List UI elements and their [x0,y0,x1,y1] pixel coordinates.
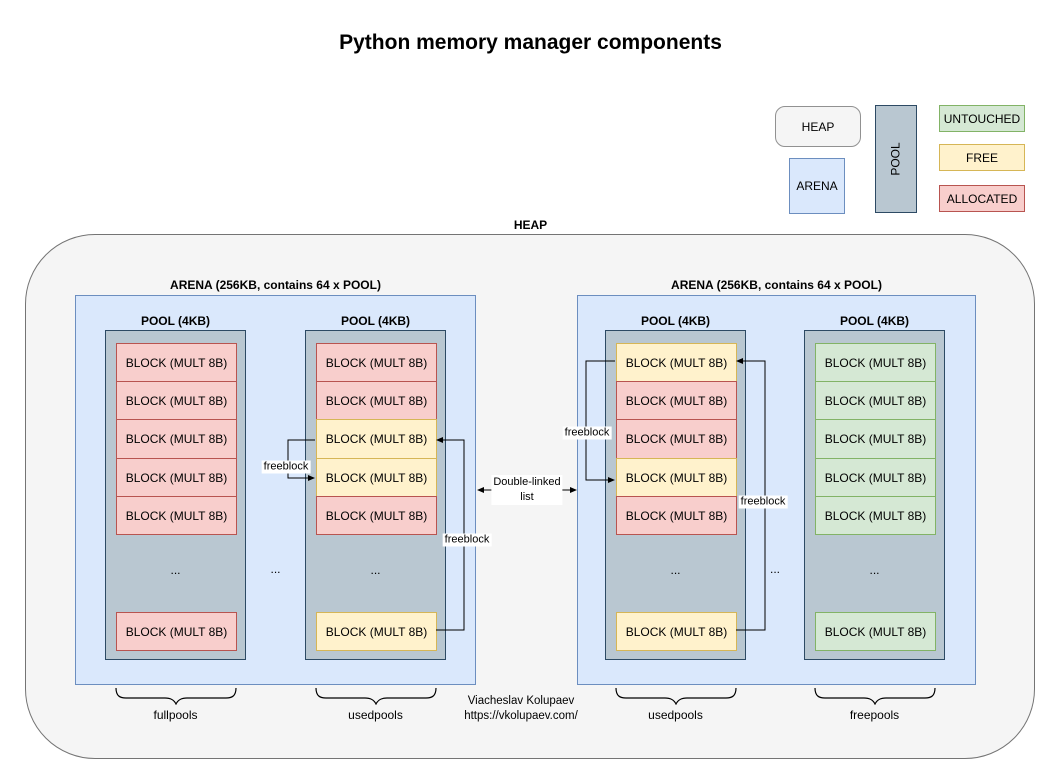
legend-heap-label: HEAP [801,119,835,134]
pool-label-a2-p2: POOL (4KB) [839,314,910,328]
double-linked-list-label: Double-linked list [491,475,563,505]
pool-a1-p2: BLOCK (MULT 8B)BLOCK (MULT 8B)BLOCK (MUL… [305,330,446,660]
legend-heap-box: HEAP [775,106,861,147]
pool-label-a1-p1: POOL (4KB) [140,314,211,328]
legend-arena-box: ARENA [789,158,845,214]
block-a1-p2-2: BLOCK (MULT 8B) [316,381,437,420]
block-a2-p2-4: BLOCK (MULT 8B) [815,458,936,497]
pool-label-a2-p1: POOL (4KB) [640,314,711,328]
arena-label-2: ARENA (256KB, contains 64 x POOL) [671,278,882,292]
heap-label: HEAP [513,218,548,232]
block-a1-p1-3: BLOCK (MULT 8B) [116,419,237,459]
block-a1-p1-2: BLOCK (MULT 8B) [116,381,237,420]
block-a2-p1-bottom: BLOCK (MULT 8B) [616,612,737,651]
pool-ellipsis-a1-p1: ... [170,563,181,577]
block-a1-p1-5: BLOCK (MULT 8B) [116,496,237,535]
legend-chip-label-free: FREE [965,150,998,165]
brace-label-usedpools-a1-p2: usedpools [348,708,403,722]
brace-a1-p1 [114,687,237,706]
legend-arena-label: ARENA [796,179,838,193]
block-a2-p1-4: BLOCK (MULT 8B) [616,458,737,497]
pool-ellipsis-a2-p1: ... [670,563,681,577]
legend-chip-untouched: UNTOUCHED [939,105,1025,132]
legend-chip-label-allocated: ALLOCATED [946,191,1018,206]
legend-chip-label-untouched: UNTOUCHED [943,111,1021,126]
block-a2-p1-5: BLOCK (MULT 8B) [616,496,737,535]
pool-a2-p1: BLOCK (MULT 8B)BLOCK (MULT 8B)BLOCK (MUL… [605,330,746,660]
credit-name: Viacheslav Kolupaev [467,695,575,707]
brace-a2-p1 [614,687,737,706]
freeblock-label-2: freeblock [442,533,492,547]
double-linked-list-label-line1: Double-linked [493,476,561,488]
block-a1-p2-4: BLOCK (MULT 8B) [316,458,437,497]
block-a1-p1-1: BLOCK (MULT 8B) [116,343,237,382]
block-a2-p1-3: BLOCK (MULT 8B) [616,419,737,459]
pool-a1-p1: BLOCK (MULT 8B)BLOCK (MULT 8B)BLOCK (MUL… [105,330,246,660]
pool-label-a1-p2: POOL (4KB) [340,314,411,328]
credit: Viacheslav Kolupaev https://vkolupaev.co… [464,694,578,724]
pool-a2-p2: BLOCK (MULT 8B)BLOCK (MULT 8B)BLOCK (MUL… [804,330,945,660]
pool-ellipsis-a1-p2: ... [370,563,381,577]
brace-label-freepools-a2-p2: freepools [849,708,900,722]
legend-pool-box: POOL [875,105,917,213]
block-a2-p2-bottom: BLOCK (MULT 8B) [815,612,936,651]
legend-chip-free: FREE [939,144,1025,171]
block-a1-p1-4: BLOCK (MULT 8B) [116,458,237,497]
block-a1-p2-bottom: BLOCK (MULT 8B) [316,612,437,651]
brace-a1-p2 [314,687,437,706]
freeblock-label-1: freeblock [261,460,311,474]
block-a1-p2-5: BLOCK (MULT 8B) [316,496,437,535]
legend-pool-label: POOL [888,142,903,176]
brace-a2-p2 [813,687,936,706]
block-a2-p2-2: BLOCK (MULT 8B) [815,381,936,420]
diagram-title: Python memory manager components [339,31,722,54]
block-a2-p2-3: BLOCK (MULT 8B) [815,419,936,459]
legend-chip-allocated: ALLOCATED [939,185,1025,212]
arena-label-1: ARENA (256KB, contains 64 x POOL) [170,278,381,292]
brace-label-usedpools-a2-p1: usedpools [648,708,703,722]
brace-label-fullpools-a1-p1: fullpools [153,708,198,722]
arena-ellipsis-2: ... [769,562,780,576]
double-linked-list-label-line2: list [520,491,534,503]
arena-ellipsis-1: ... [270,562,281,576]
freeblock-label-3: freeblock [562,426,612,440]
block-a2-p1-2: BLOCK (MULT 8B) [616,381,737,420]
block-a1-p2-3: BLOCK (MULT 8B) [316,419,437,459]
block-a2-p2-5: BLOCK (MULT 8B) [815,496,936,535]
credit-url: https://vkolupaev.com/ [464,710,578,722]
freeblock-label-4: freeblock [738,495,788,509]
block-a2-p2-1: BLOCK (MULT 8B) [815,343,936,382]
block-a1-p1-bottom: BLOCK (MULT 8B) [116,612,237,651]
block-a1-p2-1: BLOCK (MULT 8B) [316,343,437,382]
pool-ellipsis-a2-p2: ... [869,563,880,577]
block-a2-p1-1: BLOCK (MULT 8B) [616,343,737,382]
